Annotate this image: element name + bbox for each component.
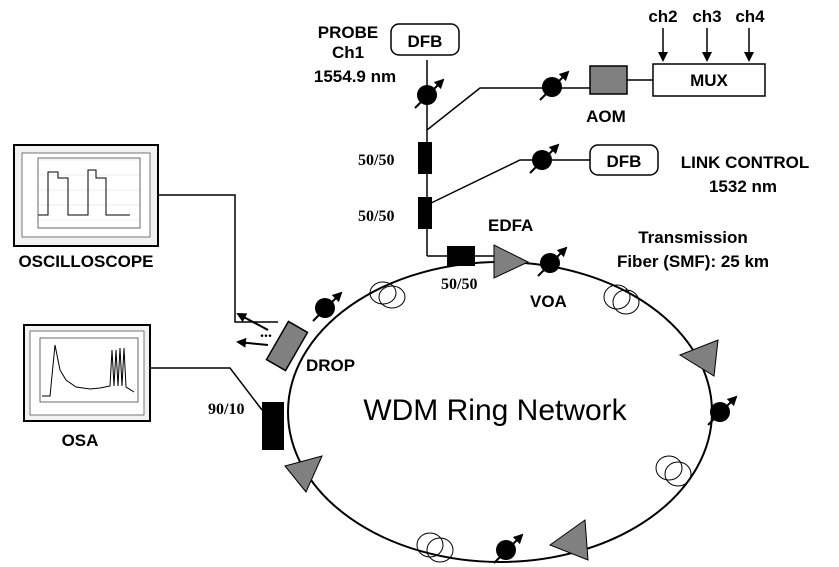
channel-label: ch4 [735, 7, 765, 26]
coupler-50-50 [418, 142, 432, 174]
transmission-fiber-label: Fiber (SMF): 25 km [617, 252, 769, 271]
dfb-link-label: DFB [607, 152, 642, 171]
fiber-spool-icon [369, 281, 406, 309]
coupler-label: 50/50 [358, 208, 394, 225]
osa-label: OSA [62, 431, 99, 450]
oscilloscope-label: OSCILLOSCOPE [18, 252, 153, 271]
drop-filter [265, 320, 309, 372]
voa-attenuator-icon [707, 395, 738, 426]
coupler-90-10-label: 90/10 [208, 401, 244, 418]
fiber-spool-icon [603, 284, 640, 315]
voa-attenuator-icon [312, 291, 343, 322]
coupler-label: 50/50 [441, 276, 477, 293]
link-control-wavelength: 1532 nm [709, 177, 777, 196]
channel-label: ch3 [692, 7, 721, 26]
oscilloscope-screen [13, 144, 159, 247]
edfa-amplifier-icon [493, 244, 530, 279]
dfb-probe-label: DFB [408, 32, 443, 51]
edfa-label: EDFA [488, 216, 533, 235]
aom-modulator [589, 65, 628, 95]
voa-attenuator-icon [414, 78, 445, 109]
coupler-90-10 [262, 402, 284, 450]
mux-block [652, 63, 766, 97]
edfa-amplifier-icon [678, 339, 719, 377]
osa-screen [23, 324, 151, 422]
voa-attenuator-icon [529, 143, 560, 174]
coupler-label: 50/50 [358, 152, 394, 169]
probe-wavelength: 1554.9 nm [314, 67, 396, 86]
edfa-amplifier-icon [548, 519, 589, 561]
dfb-probe-laser [390, 23, 460, 56]
voa-label: VOA [530, 292, 567, 311]
coupler-50-50 [447, 246, 475, 266]
svg-text:...: ... [260, 324, 272, 341]
mux-label: MUX [690, 71, 728, 90]
probe-label: PROBE [318, 23, 378, 42]
voa-attenuator-icon [539, 70, 570, 101]
link-control-label: LINK CONTROL [681, 153, 809, 172]
probe-channel: Ch1 [332, 43, 364, 62]
drop-label: DROP [306, 356, 355, 375]
aom-label: AOM [586, 107, 626, 126]
edfa-amplifier-icon [284, 455, 323, 493]
voa-attenuator-icon [537, 246, 568, 277]
voa-attenuator-icon [493, 533, 524, 564]
channel-label: ch2 [648, 7, 677, 26]
coupler-50-50 [418, 197, 432, 229]
transmission-label: Transmission [638, 228, 748, 247]
dfb-link-laser [589, 144, 659, 176]
fiber-spool-icon [655, 455, 692, 487]
diagram-title: WDM Ring Network [363, 394, 627, 427]
fiber-spool-icon [416, 532, 454, 563]
